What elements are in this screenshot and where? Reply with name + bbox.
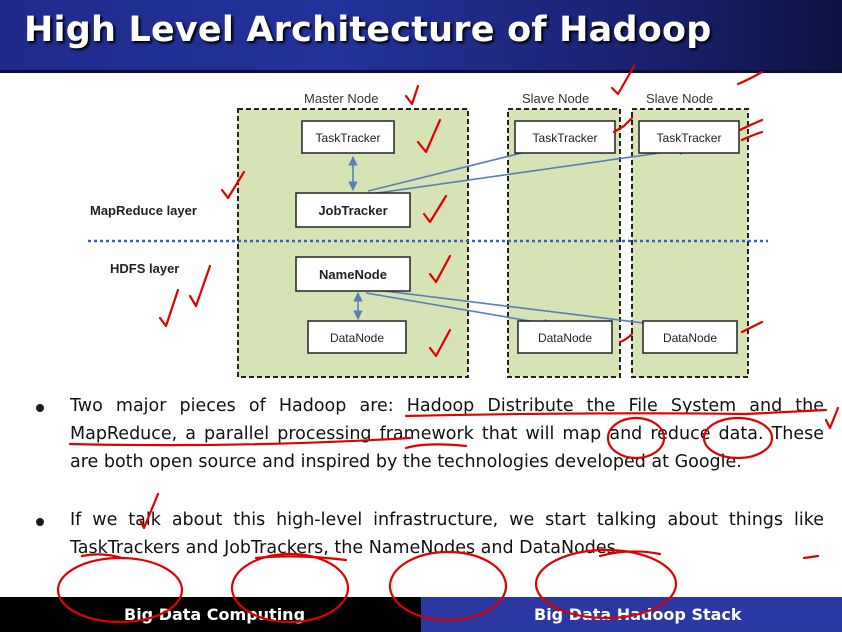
bullet-text: If we talk about this high-level infrast… xyxy=(70,510,824,558)
bullet-dot-icon xyxy=(36,404,44,412)
slave1-tasktracker-label: TaskTracker xyxy=(533,131,598,145)
slave2-tasktracker-label: TaskTracker xyxy=(657,131,722,145)
jobtracker-box xyxy=(295,192,411,228)
slave1-tasktracker-box xyxy=(514,120,616,154)
slave2-datanode-label: DataNode xyxy=(663,331,717,345)
master-datanode-box xyxy=(307,320,407,354)
footer: Big Data Computing Big Data Hadoop Stack xyxy=(0,597,842,632)
master-tasktracker-box xyxy=(301,120,395,154)
architecture-diagram: Master Node Slave Node Slave Node MapRed… xyxy=(78,75,772,380)
slide-title: High Level Architecture of Hadoop xyxy=(24,10,712,50)
slave-node-1-label: Slave Node xyxy=(522,91,589,106)
slave2-datanode-box xyxy=(642,320,738,354)
bullet-list: Two major pieces of Hadoop are: Hadoop D… xyxy=(36,392,824,562)
bullet-dot-icon xyxy=(36,518,44,526)
diagram-svg: Master Node Slave Node Slave Node MapRed… xyxy=(88,91,768,378)
bullet-item: Two major pieces of Hadoop are: Hadoop D… xyxy=(36,392,824,476)
slave1-datanode-box xyxy=(517,320,613,354)
title-bar: High Level Architecture of Hadoop xyxy=(0,0,842,73)
footer-left-text: Big Data Computing xyxy=(124,605,306,624)
slave-node-2-label: Slave Node xyxy=(646,91,713,106)
mapreduce-layer-label: MapReduce layer xyxy=(90,203,197,218)
arrow-nn-slave1-dn xyxy=(365,292,554,329)
namenode-box xyxy=(295,256,411,292)
arrow-nn-slave2-dn xyxy=(367,288,677,331)
master-node-label: Master Node xyxy=(304,91,378,106)
bullet-item: If we talk about this high-level infrast… xyxy=(36,506,824,562)
master-datanode-label: DataNode xyxy=(330,331,384,345)
bullet-text: Two major pieces of Hadoop are: Hadoop D… xyxy=(70,396,824,472)
master-tasktracker-label: TaskTracker xyxy=(316,131,381,145)
footer-right: Big Data Hadoop Stack xyxy=(421,597,842,632)
footer-left: Big Data Computing xyxy=(0,597,421,632)
footer-right-text: Big Data Hadoop Stack xyxy=(534,605,742,624)
arrow-jt-slave2-tt xyxy=(369,145,689,195)
slave1-datanode-label: DataNode xyxy=(538,331,592,345)
slave2-tasktracker-box xyxy=(638,120,740,154)
title-rule xyxy=(0,70,842,73)
namenode-label: NameNode xyxy=(319,267,387,282)
hdfs-layer-label: HDFS layer xyxy=(110,261,179,276)
jobtracker-label: JobTracker xyxy=(318,203,387,218)
checkmark-icon xyxy=(824,406,840,430)
